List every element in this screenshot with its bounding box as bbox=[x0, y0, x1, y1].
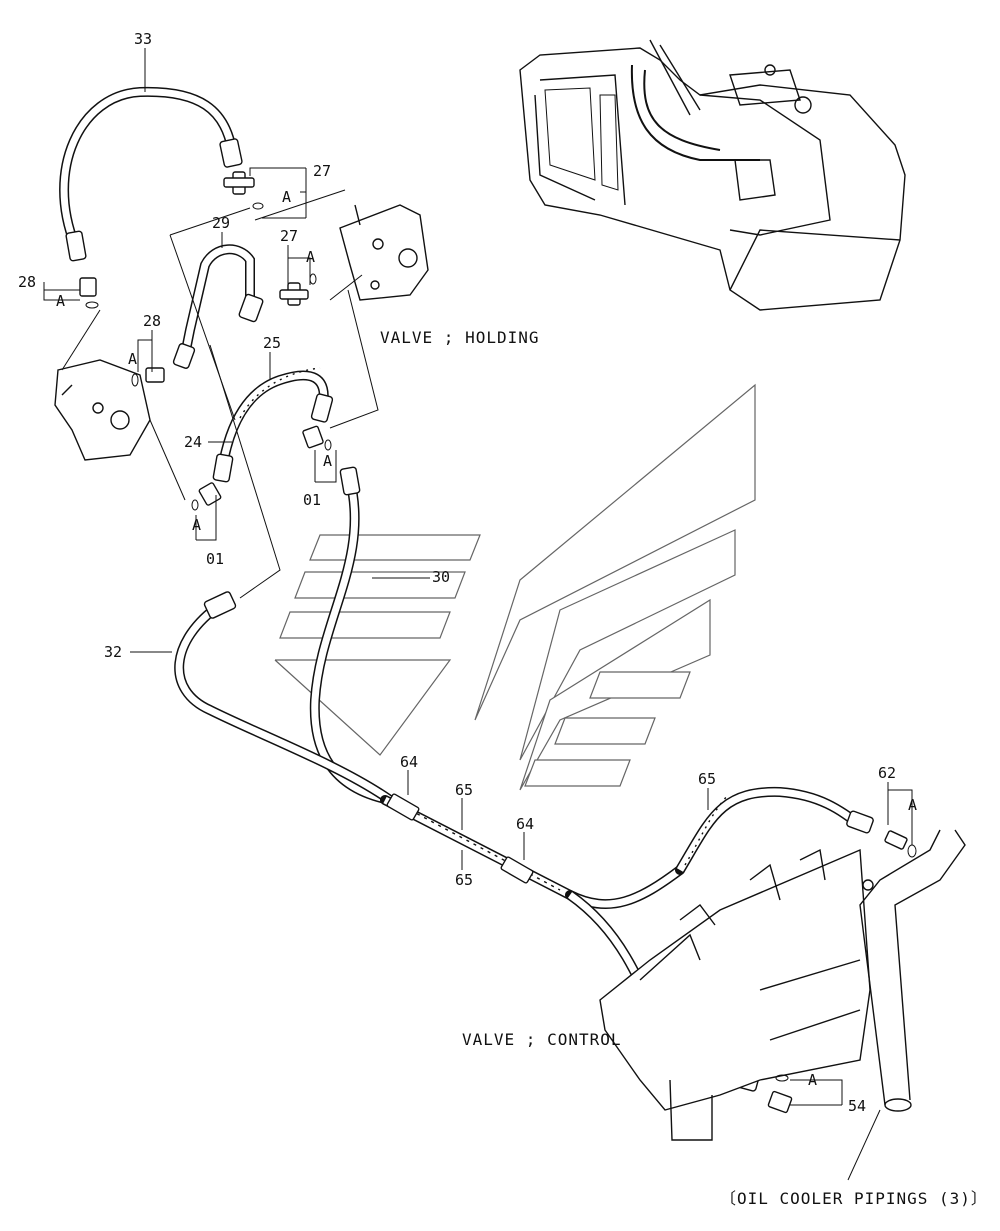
hose-32 bbox=[174, 591, 395, 805]
callout-28-right: 28 bbox=[143, 312, 161, 330]
callout-32: 32 bbox=[104, 643, 122, 661]
callout-27-upper-sub: A bbox=[282, 188, 291, 206]
fitting-01-right bbox=[302, 425, 332, 451]
excavator-overview bbox=[519, 39, 906, 311]
callout-64-left: 64 bbox=[400, 753, 418, 771]
valve-holding-lower bbox=[54, 359, 151, 461]
callout-28-left: 28 bbox=[18, 273, 36, 291]
label-valve-control: VALVE ; CONTROL bbox=[462, 1030, 622, 1049]
valve-control bbox=[599, 848, 874, 1141]
callout-labels: 33 27 A 29 27 A 28 A 28 A 25 24 A 01 A 0… bbox=[18, 30, 917, 1115]
callout-27-upper: 27 bbox=[313, 162, 331, 180]
valve-holding-upper bbox=[339, 204, 429, 301]
leader-lines bbox=[43, 48, 913, 1181]
callout-28-right-sub: A bbox=[128, 350, 137, 368]
callout-62: 62 bbox=[878, 764, 896, 782]
callout-62-sub: A bbox=[908, 796, 917, 814]
fitting-01-left bbox=[191, 482, 222, 511]
hose-65-right bbox=[675, 786, 874, 875]
callout-24: 24 bbox=[184, 433, 202, 451]
label-valve-holding: VALVE ; HOLDING bbox=[380, 328, 540, 347]
callout-01-right-sub: A bbox=[323, 452, 332, 470]
fitting-54 bbox=[767, 1074, 793, 1114]
hose-33 bbox=[59, 86, 243, 262]
tee-fitting-27-lower bbox=[279, 273, 317, 306]
callout-28-left-sub: A bbox=[56, 292, 65, 310]
callout-25: 25 bbox=[263, 334, 281, 352]
oil-cooler-pipe bbox=[859, 829, 966, 1112]
hose-bundle-64-65 bbox=[380, 793, 685, 910]
fitting-28-right bbox=[131, 367, 165, 387]
callout-27-lower: 27 bbox=[280, 227, 298, 245]
callout-54: 54 bbox=[848, 1097, 866, 1115]
callout-01-left: 01 bbox=[206, 550, 224, 568]
hose-25 bbox=[212, 367, 334, 483]
callout-64-right: 64 bbox=[516, 815, 534, 833]
fitting-28-left bbox=[79, 277, 99, 309]
callout-33: 33 bbox=[134, 30, 152, 48]
callout-01-left-sub: A bbox=[192, 516, 201, 534]
footer-caption: 〔OIL COOLER PIPINGS (3)〕 bbox=[720, 1189, 988, 1208]
tee-fitting-27-upper bbox=[223, 171, 264, 210]
callout-54-sub: A bbox=[808, 1071, 817, 1089]
callout-27-lower-sub: A bbox=[306, 248, 315, 266]
callout-65-lower: 65 bbox=[455, 871, 473, 889]
pipe-29 bbox=[172, 244, 264, 369]
callout-29: 29 bbox=[212, 214, 230, 232]
callout-65-upper: 65 bbox=[455, 781, 473, 799]
callout-01-right: 01 bbox=[303, 491, 321, 509]
callout-65-right: 65 bbox=[698, 770, 716, 788]
callout-30: 30 bbox=[432, 568, 450, 586]
hose-30 bbox=[309, 466, 395, 805]
fitting-62 bbox=[884, 830, 917, 858]
